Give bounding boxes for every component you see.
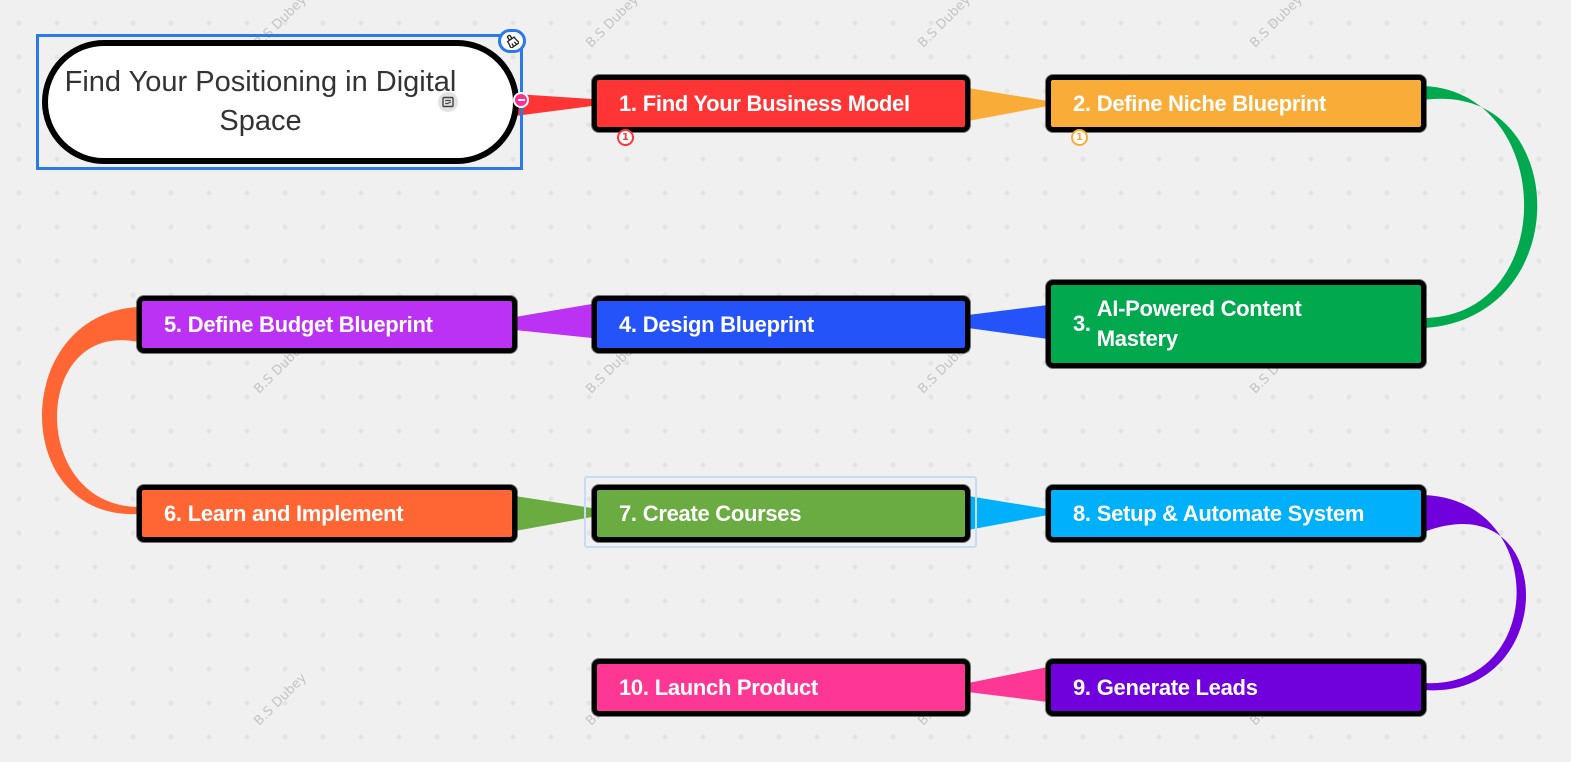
topic-node-4[interactable]: 4. Design Blueprint [592,296,970,353]
topic-number: 5. [164,311,182,337]
topic-node-9[interactable]: 9. Generate Leads [1046,659,1426,716]
topic-number: 2. [1073,90,1091,116]
connector-3-4 [968,305,1048,339]
selection-frame-node-7 [584,476,977,548]
topic-number: 8. [1073,500,1091,526]
topic-label: AI-Powered Content Mastery [1096,296,1302,351]
format-painter-brush-icon[interactable] [498,29,526,53]
topic-node-6[interactable]: 6. Learn and Implement [137,485,517,542]
topic-number: 10. [619,674,649,700]
topic-node-2[interactable]: 2. Define Niche Blueprint [1046,75,1426,132]
topic-label: Launch Product [654,674,819,700]
topic-number: 7. [619,500,637,526]
topic-label: Define Budget Blueprint [187,311,433,337]
connector-8-9 [1424,495,1526,691]
connector-9-10 [968,667,1048,702]
topic-node-1[interactable]: 1. Find Your Business Model [592,75,970,132]
connector-7-8 [968,496,1048,530]
topic-number: 1. [619,90,637,116]
collapse-minus-icon[interactable] [513,92,529,108]
connector-6-7 [515,496,592,531]
topic-node-3[interactable]: 3. AI-Powered Content Mastery [1046,280,1426,368]
connector-5-6 [42,307,138,515]
connector-1-2 [968,88,1048,121]
topic-label: Generate Leads [1096,674,1258,700]
topic-number: 4. [619,311,637,337]
topic-node-5[interactable]: 5. Define Budget Blueprint [137,296,517,353]
badge-count: 1 [1076,132,1083,143]
connector-root-1 [515,94,592,116]
topic-number: 9. [1073,674,1091,700]
marker-badge-node-2[interactable]: 1 [1071,129,1088,146]
topic-label: Find Your Business Model [642,90,910,116]
root-topic-title: Find Your Positioning in Digital Space [64,66,457,137]
topic-label: Learn and Implement [187,500,404,526]
topic-node-7[interactable]: 7. Create Courses [592,485,970,542]
topic-number: 6. [164,500,182,526]
topic-number: 3. [1073,311,1091,336]
badge-count: 1 [622,132,629,143]
note-icon[interactable] [438,92,458,112]
marker-badge-node-1[interactable]: 1 [617,129,634,146]
topic-label: Create Courses [642,500,802,526]
connector-2-3 [1424,86,1538,328]
topic-node-10[interactable]: 10. Launch Product [592,659,970,716]
topic-label: Define Niche Blueprint [1096,90,1327,116]
topic-label: Setup & Automate System [1096,500,1365,526]
connector-4-5 [515,304,592,338]
topic-label: Design Blueprint [642,311,815,337]
topic-node-8[interactable]: 8. Setup & Automate System [1046,485,1426,542]
